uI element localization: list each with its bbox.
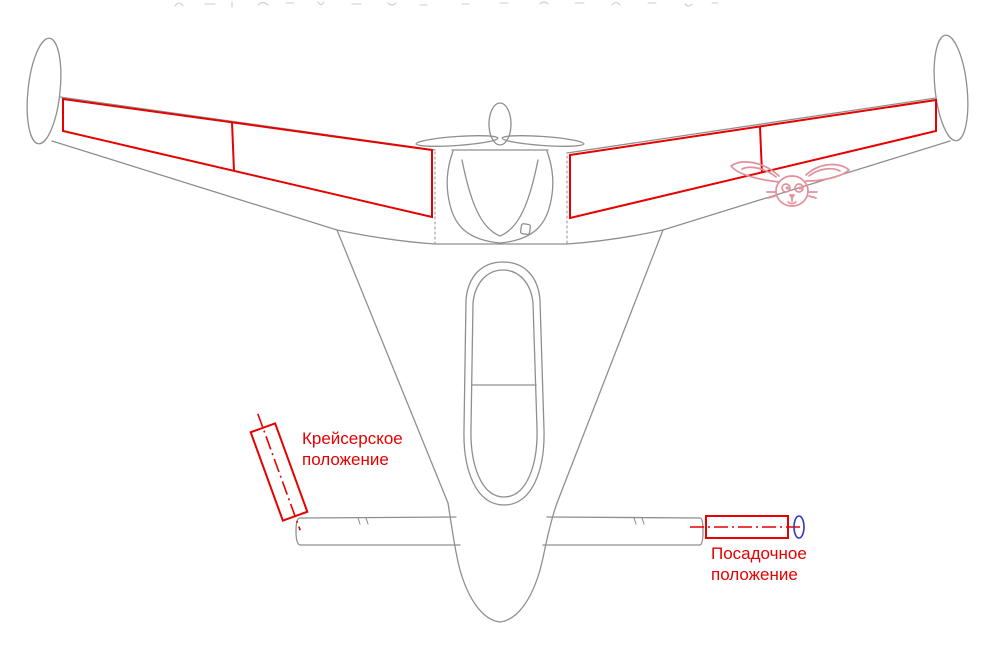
canard-right: [542, 516, 704, 546]
bunny-left-ear-inner: [741, 166, 777, 178]
cruise-position-annotation: Крейсерское положение: [249, 413, 403, 531]
cruise-position-label-line2: положение: [302, 450, 389, 469]
canard-hinge-ticks: [357, 517, 645, 525]
left-tip-tank: [26, 37, 62, 145]
nose-outline: [447, 502, 558, 623]
engine-cowl-inner-line: [461, 159, 539, 237]
cruise-position-label-line1: Крейсерское: [302, 429, 403, 448]
propeller-blade-right: [501, 135, 585, 147]
rotation-axis-ellipse: [793, 515, 805, 539]
cropped-text-fragments: [174, 1, 719, 8]
bunny-left-pupil: [785, 186, 789, 190]
landing-position-annotation: Посадочное положение: [690, 515, 807, 584]
propeller-blade-left: [415, 135, 499, 147]
bunny-right-eye: [794, 183, 804, 193]
landing-position-label-line2: положение: [711, 565, 798, 584]
left-wing-panel-divider: [231, 121, 235, 172]
bunny-right-pupil: [798, 186, 802, 190]
center-blend-line: [336, 229, 664, 245]
bunny-whiskers: [766, 191, 818, 199]
filler-cap: [519, 223, 532, 236]
bunny-left-ear: [730, 161, 780, 183]
cruise-tip-rotated: [249, 413, 309, 531]
right-wing-panel: [569, 98, 937, 220]
cruise-tip-centerline: [257, 413, 301, 531]
bunny-nose: [789, 194, 795, 199]
aircraft-line-art: [26, 1, 969, 623]
bunny-right-ear: [805, 163, 850, 182]
canopy-inner: [470, 269, 538, 498]
wing-flap-highlights: [62, 97, 937, 220]
canard-left: [295, 516, 461, 546]
bunny-doodle-icon: [730, 161, 850, 207]
wing-root-seams: [434, 151, 568, 245]
left-wing-panel: [62, 97, 433, 219]
right-wing-panel-divider: [759, 126, 763, 174]
landing-tip-rect: [705, 515, 789, 539]
bunny-left-eye: [781, 183, 791, 193]
right-wing-outline: [556, 97, 951, 504]
right-tip-tank: [933, 34, 969, 142]
bunny-face: [775, 175, 809, 207]
propeller-spinner: [488, 102, 512, 146]
bunny-mouth: [787, 197, 797, 205]
engine-cowl-outline: [446, 149, 554, 244]
bunny-right-ear-inner: [808, 167, 841, 177]
landing-position-label-line1: Посадочное: [711, 544, 807, 563]
canopy-outer: [463, 261, 545, 506]
